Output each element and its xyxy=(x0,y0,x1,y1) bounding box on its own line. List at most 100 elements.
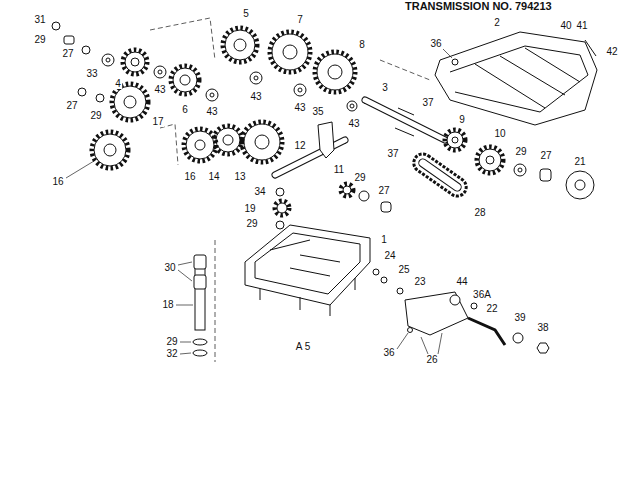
callout-number: 44 xyxy=(455,277,468,287)
callout-number: 26 xyxy=(425,355,438,365)
drawing-part xyxy=(180,75,190,85)
drawing-part xyxy=(317,54,353,90)
drawing-part xyxy=(206,89,218,101)
small-parts xyxy=(52,22,357,111)
drawing-part xyxy=(513,333,523,343)
drawing-part xyxy=(52,22,60,30)
drawing-part xyxy=(125,52,145,72)
washer xyxy=(276,221,284,229)
callout-number: 32 xyxy=(165,349,178,359)
drawing-part xyxy=(245,225,370,305)
drawing-part xyxy=(178,262,192,281)
drawing-part xyxy=(96,94,104,102)
drawing-part xyxy=(443,49,452,58)
end-parts xyxy=(514,164,594,199)
drawing-part xyxy=(123,50,147,74)
drawing-part xyxy=(173,68,197,92)
assembly-line xyxy=(215,240,216,362)
drawing-part xyxy=(575,180,585,190)
gear xyxy=(223,28,257,62)
washer xyxy=(359,191,369,201)
washer xyxy=(276,188,284,196)
drawing-part xyxy=(92,132,128,168)
drawing-part xyxy=(398,108,414,115)
bevel-gear xyxy=(275,201,289,215)
callout-number: 34 xyxy=(253,187,266,197)
drawing-part xyxy=(275,140,345,175)
drawing-part xyxy=(131,58,139,66)
callout-number: 42 xyxy=(605,47,618,57)
drawing-part xyxy=(585,40,596,56)
callout-number: 43 xyxy=(205,107,218,117)
drawing-part xyxy=(272,34,308,70)
drawing-part xyxy=(104,144,116,156)
drawing-part xyxy=(475,48,580,108)
drawing-part xyxy=(298,88,302,92)
callout-number: 27 xyxy=(377,186,390,196)
drawing-part xyxy=(223,28,257,62)
diagram-title: TRANSMISSION NO. 794213 xyxy=(404,1,553,12)
drawing-part xyxy=(210,93,214,97)
drawing-part xyxy=(445,130,465,150)
callout-number: 40 xyxy=(559,21,572,31)
callout-number: 2 xyxy=(493,18,501,28)
callout-number: 38 xyxy=(536,323,549,333)
leader-lines xyxy=(66,49,452,354)
drawing-part xyxy=(410,150,469,199)
drawing-part xyxy=(452,59,458,65)
drawing-part xyxy=(180,342,191,343)
callout-number: 22 xyxy=(485,304,498,314)
drawing-part xyxy=(275,201,289,215)
drawing-part xyxy=(270,240,340,276)
callout-number: 4 xyxy=(114,79,122,89)
drawing-part xyxy=(477,147,503,173)
callout-number: 7 xyxy=(296,15,304,25)
drawing-part xyxy=(254,76,258,80)
drawing-part xyxy=(250,72,262,84)
drawing-part xyxy=(112,84,148,120)
callout-number: 29 xyxy=(33,35,46,45)
drawing-part xyxy=(260,278,355,316)
callout-number: 39 xyxy=(513,313,526,323)
callout-number: 29 xyxy=(514,147,527,157)
drawing-part xyxy=(171,66,199,94)
callout-number: A 5 xyxy=(295,342,311,352)
drawing-part xyxy=(405,292,468,335)
drawing-part xyxy=(242,122,282,162)
callout-number: 33 xyxy=(85,69,98,79)
drawing-part xyxy=(124,96,136,108)
lever-group xyxy=(405,292,549,353)
callout-number: 1 xyxy=(380,235,388,245)
drawing-part xyxy=(102,54,114,66)
callout-number: 28 xyxy=(473,208,486,218)
upper-housing xyxy=(435,32,597,125)
drawing-part xyxy=(78,88,86,96)
drawing-part xyxy=(277,203,287,213)
drawing-part xyxy=(194,275,206,289)
gear xyxy=(242,122,282,162)
drawing-part xyxy=(350,104,354,108)
drawing-part xyxy=(373,269,379,275)
callout-number: 29 xyxy=(89,111,102,121)
gear xyxy=(92,132,128,168)
callout-number: 13 xyxy=(233,172,246,182)
drawing-part xyxy=(341,184,353,196)
callout-number: 8 xyxy=(358,40,366,50)
callout-number: 14 xyxy=(207,172,220,182)
drawing-part xyxy=(234,39,246,51)
callout-number: 36 xyxy=(382,348,395,358)
drawing-part xyxy=(216,128,240,152)
callout-number: 43 xyxy=(153,85,166,95)
gear xyxy=(184,129,216,161)
callout-number: 5 xyxy=(242,9,250,19)
drawing-part xyxy=(518,168,522,172)
callout-number: 27 xyxy=(61,49,74,59)
callout-number: 43 xyxy=(347,119,360,129)
drawing-part xyxy=(225,30,255,60)
drawing-part xyxy=(176,305,193,306)
callout-number: 27 xyxy=(65,101,78,111)
gear xyxy=(341,184,353,196)
drawing-part xyxy=(471,303,477,309)
drawing-part xyxy=(244,124,280,160)
